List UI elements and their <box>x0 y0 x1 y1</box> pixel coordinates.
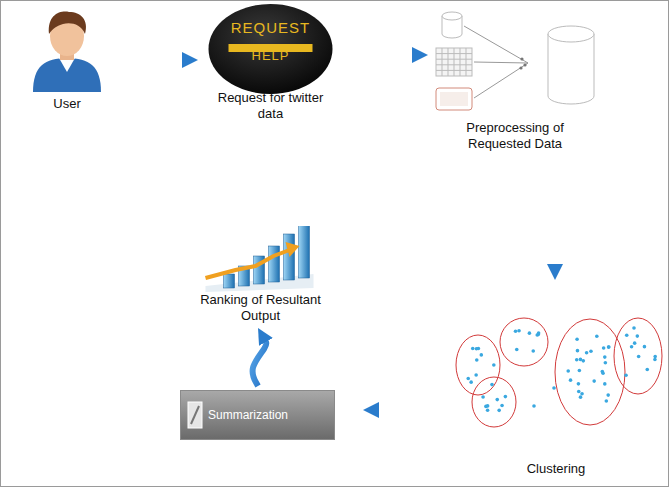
ranking-chart: Ranking of Resultant Output <box>188 226 333 324</box>
node-caption: Preprocessing of Requested Data <box>440 120 590 152</box>
node-caption: Ranking of Resultant Output <box>191 292 331 324</box>
ranking-chart-art <box>188 226 333 292</box>
flow-arrow <box>343 52 413 58</box>
node-caption: Request for twitter data <box>215 90 327 122</box>
flow-arrow <box>378 407 426 413</box>
clustering-plot-art <box>448 298 664 460</box>
flow-arrow <box>552 186 558 265</box>
user-icon-art <box>22 8 112 94</box>
preprocessing-icon: Preprocessing of Requested Data <box>430 8 600 152</box>
flow-arrow <box>112 57 183 63</box>
summarization-box: Summarization <box>180 390 335 440</box>
request-badge: REQUEST HELP Request for twitter data <box>198 2 343 122</box>
clustering-plot: Clustering <box>448 298 664 477</box>
preprocessing-icon-art <box>430 8 600 116</box>
node-caption: Clustering <box>481 461 631 477</box>
node-caption: User <box>22 96 112 112</box>
flow-arrow <box>253 341 267 386</box>
user-icon: User <box>22 8 112 112</box>
node-caption: Summarization <box>208 407 323 423</box>
badge-word: REQUEST <box>211 20 331 36</box>
badge-word: HELP <box>221 48 321 64</box>
